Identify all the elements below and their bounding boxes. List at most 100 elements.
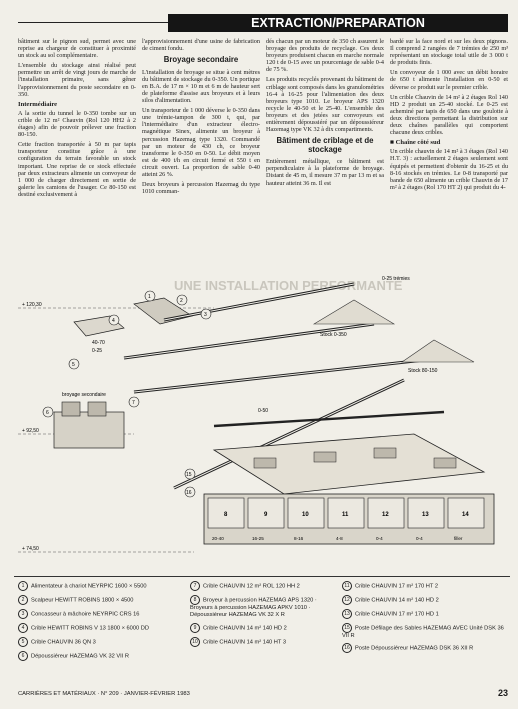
paragraph: Un crible chauvin de 14 m² à 3 étages (R… [390,148,508,191]
screening-building-roof [212,433,486,495]
hopper-size: 0-4 [376,536,383,541]
crusher-silo [87,401,107,417]
paragraph: l'approvisionnement d'une usine de fabri… [142,38,260,53]
crusher-silo [61,401,81,417]
conveyor-inner [173,379,405,489]
hopper-number: 8 [224,512,228,518]
column-1: bâtiment sur le pignon sud, permet avec … [18,38,136,201]
callout-number: 16 [186,490,192,496]
elevation-label: + 120,30 [22,302,42,308]
hopper-number: 12 [382,512,389,518]
callout-number: 3 [204,312,207,318]
hopper [207,497,245,529]
callouts: 1 2 3 4 5 6 7 15 16 [42,290,212,498]
hopper-size: 4-8 [336,536,343,541]
hopper-size: 20-40 [212,536,224,541]
article-columns: bâtiment sur le pignon sud, permet avec … [18,38,510,258]
paragraph: Deux broyeurs à percussion Hazemag du ty… [142,181,260,196]
callout-number: 7 [132,400,135,406]
watermark-text: UNE INSTALLATION PERFORMANTE [174,278,403,293]
elevation-label: + 92,50 [22,428,39,434]
callout-number: 5 [72,362,75,368]
stock-label: Stock 80-150 [408,368,438,374]
conveyor-inner [123,323,375,359]
hopper-size: 0-4 [416,536,423,541]
paragraph: L'ensemble du stockage ainsi réalisé peu… [18,62,136,98]
hoppers: 8 9 10 11 12 13 14 20-40 16-25 8-16 4-8 … [207,497,485,541]
screen-unit [253,457,277,469]
callout-number: 1 [148,294,151,300]
paragraph: bardé sur la face nord et sur les deux p… [390,38,508,67]
column-2: l'approvisionnement d'une usine de fabri… [142,38,260,198]
callout-number: 4 [112,318,115,324]
hopper-number: 13 [422,512,429,518]
hopper [287,497,325,529]
conveyor-inner [163,283,355,321]
paragraph: Un crible Chauvin de 14 m² à 2 étages Ro… [390,93,508,137]
column-4: bardé sur la face nord et sur les deux p… [390,38,508,194]
conveyor-inner [133,359,425,393]
plant-diagram: UNE INSTALLATION PERFORMANTE + 120,30 + … [18,276,495,553]
subheading: ■ Chaîne côté sud [390,139,441,147]
paragraph: dés chacun par un moteur de 350 ch assur… [266,38,384,74]
size-label: 0-25 [92,348,102,354]
subheading: Intermédiaire [18,100,58,108]
header-rule [18,22,168,23]
hopper [367,497,405,529]
size-label: 40-70 [92,340,105,346]
callout-number: 6 [46,410,49,416]
screen-unit [313,451,337,463]
stockpile [401,339,475,363]
hopper [447,497,485,529]
column-3: dés chacun par un moteur de 350 ch assur… [266,38,384,190]
hopper-size: 16-25 [252,536,264,541]
hopper-number: 9 [264,512,268,518]
screen-unit [433,457,457,469]
callout-number: 2 [180,298,183,304]
screen-unit [373,447,397,459]
trimmie-label: 0-25 trémies [382,276,410,282]
section-header: EXTRACTION/PREPARATION [168,14,508,32]
stockpile [312,299,396,325]
paragraph: Un transporteur de 1 000 déverse le 0-35… [142,107,260,178]
elevation-label: + 74,50 [22,546,39,552]
hopper-number: 11 [342,512,349,518]
secondary-label: broyage secondaire [62,392,106,398]
paragraph: Les produits recyclés provenant du bâtim… [266,76,384,134]
conveyor [213,410,445,428]
hopper-size: 8-16 [294,536,304,541]
secondary-crushing-platform [53,411,125,449]
paragraph: Entièrement métallique, ce bâtiment est … [266,158,384,187]
footer-issue: CARRIÈRES ET MATÉRIAUX · N° 209 · JANVIE… [18,691,190,697]
paragraph: bâtiment sur le pignon sud, permet avec … [18,38,136,60]
paragraph: L'installation de broyage se situe à cen… [142,68,260,105]
hopper [407,497,445,529]
hopper-size: filler [454,536,463,541]
hopper [327,497,365,529]
hopper-number: 10 [302,512,309,518]
section-heading: Bâtiment de criblage et de stockage [276,136,374,154]
hopper [247,497,285,529]
paragraph: Cette fraction transportée à 50 m par ta… [18,141,136,198]
hopper-number: 14 [462,512,469,518]
paragraph: A la sortie du tunnel le 0-350 tombe sur… [18,109,136,139]
section-heading: Broyage secondaire [163,55,239,65]
page-number: 23 [497,688,508,698]
callout-number: 15 [186,472,192,478]
